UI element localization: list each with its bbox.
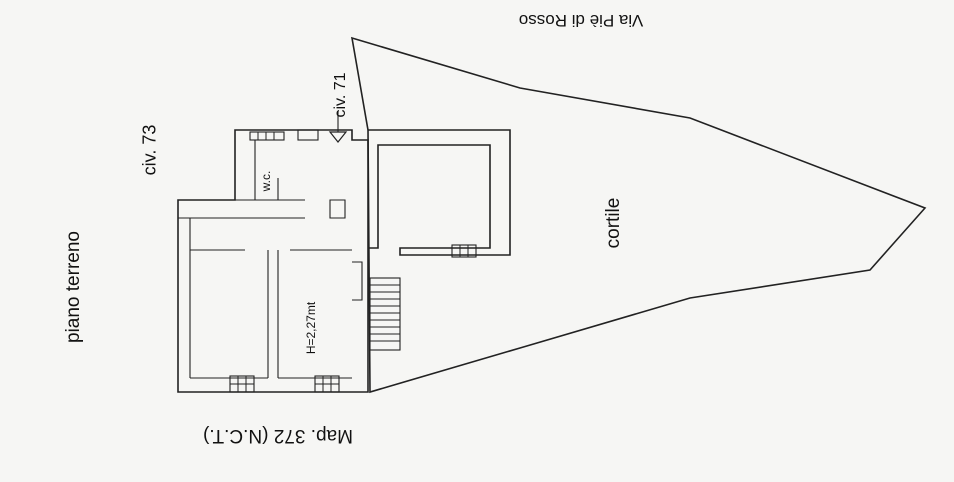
- entrance-arrow-icon: [328, 112, 348, 143]
- window-north: [249, 129, 319, 141]
- building-outer-wall: [177, 129, 369, 393]
- courtyard-label: cortile: [603, 197, 624, 249]
- window-south-right: [314, 375, 340, 393]
- floor-level-label: piano terreno: [63, 231, 84, 343]
- courtyard-outline: [350, 36, 927, 394]
- staircase: [369, 277, 401, 351]
- civ-71-label: civ. 71: [332, 72, 349, 118]
- annex-room-wall: [368, 129, 511, 256]
- wc-label: w.c.: [259, 170, 273, 192]
- window-annex: [451, 244, 477, 258]
- civ-73-label: civ. 73: [139, 124, 160, 176]
- ceiling-height-label: H=2,27mt: [304, 301, 318, 355]
- wall-entry-jamb: [329, 199, 346, 219]
- cadastral-map-label: Map. 372 (N.C.T.): [203, 425, 353, 446]
- street-name-label: Via Piè di Rosso: [518, 11, 644, 30]
- window-south-left: [229, 375, 255, 393]
- wall-stair-jamb: [352, 261, 363, 301]
